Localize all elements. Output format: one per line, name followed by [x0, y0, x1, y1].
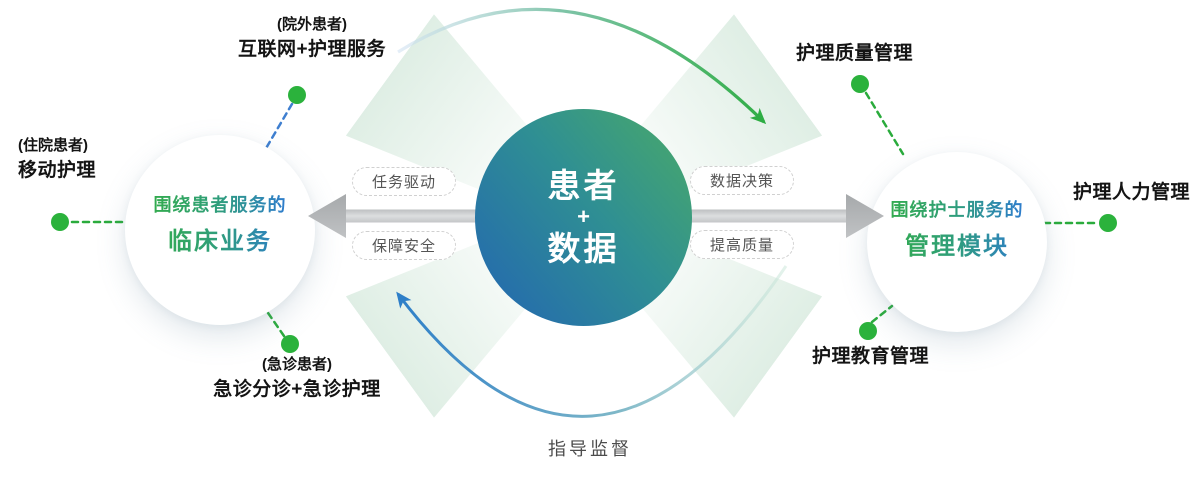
center-line1: 患者 — [547, 166, 620, 204]
pill-improve-quality: 提高质量 — [690, 230, 794, 259]
connector-dot — [859, 322, 877, 340]
connector-dot — [288, 86, 306, 104]
pill-ensure-safety: 保障安全 — [352, 231, 456, 260]
satellite-top-left-label: 互联网+护理服务 — [237, 38, 387, 60]
right-domain-circle: 围绕护士服务的 管理模块 — [867, 152, 1047, 332]
left-circle-line2: 临床业务 — [154, 221, 287, 256]
center-circle: 患者 + 数据 — [475, 109, 692, 326]
satellite-left-tag: (住院患者) — [18, 137, 88, 154]
connector-dot — [851, 75, 869, 93]
left-domain-circle: 围绕患者服务的 临床业务 — [125, 135, 315, 325]
center-line2: 数据 — [547, 229, 620, 267]
connector-dot — [281, 335, 299, 353]
pill-task-driven: 任务驱动 — [352, 167, 456, 196]
top-cycle-arrow — [397, 7, 767, 125]
arrow-head-right — [846, 194, 884, 238]
pill-data-decision: 数据决策 — [690, 166, 794, 195]
connector-dash-top-right — [864, 91, 905, 156]
satellite-bottom-left-label: 急诊分诊+急诊护理 — [213, 378, 381, 400]
arrow-head-left — [308, 194, 346, 238]
right-circle-line1: 围绕护士服务的 — [891, 196, 1024, 222]
satellite-bottom-left: (急诊患者) 急诊分诊+急诊护理 — [213, 356, 381, 402]
satellite-bottom-right: 护理教育管理 — [812, 346, 930, 367]
center-plus: + — [577, 204, 590, 230]
satellite-top-left: (院外患者) 互联网+护理服务 — [238, 16, 386, 62]
satellite-left-label: 移动护理 — [18, 159, 97, 181]
satellite-top-left-tag: (院外患者) — [276, 16, 347, 33]
bottom-cycle-arrow — [396, 265, 788, 418]
left-circle-line1: 围绕患者服务的 — [154, 191, 287, 217]
satellite-left: (住院患者) 移动护理 — [18, 137, 96, 183]
connector-dash-top-left — [263, 102, 294, 152]
connector-dash-bottom-right — [870, 304, 894, 324]
connector-dot — [1099, 214, 1117, 232]
bottom-caption: 指导监督 — [548, 439, 632, 459]
connector-dash-bottom-left — [264, 308, 286, 338]
satellite-right: 护理人力管理 — [1073, 182, 1191, 203]
satellite-bottom-left-tag: (急诊患者) — [261, 356, 332, 373]
satellite-top-right: 护理质量管理 — [796, 43, 914, 64]
right-circle-line2: 管理模块 — [891, 226, 1024, 261]
connector-dot — [51, 213, 69, 231]
